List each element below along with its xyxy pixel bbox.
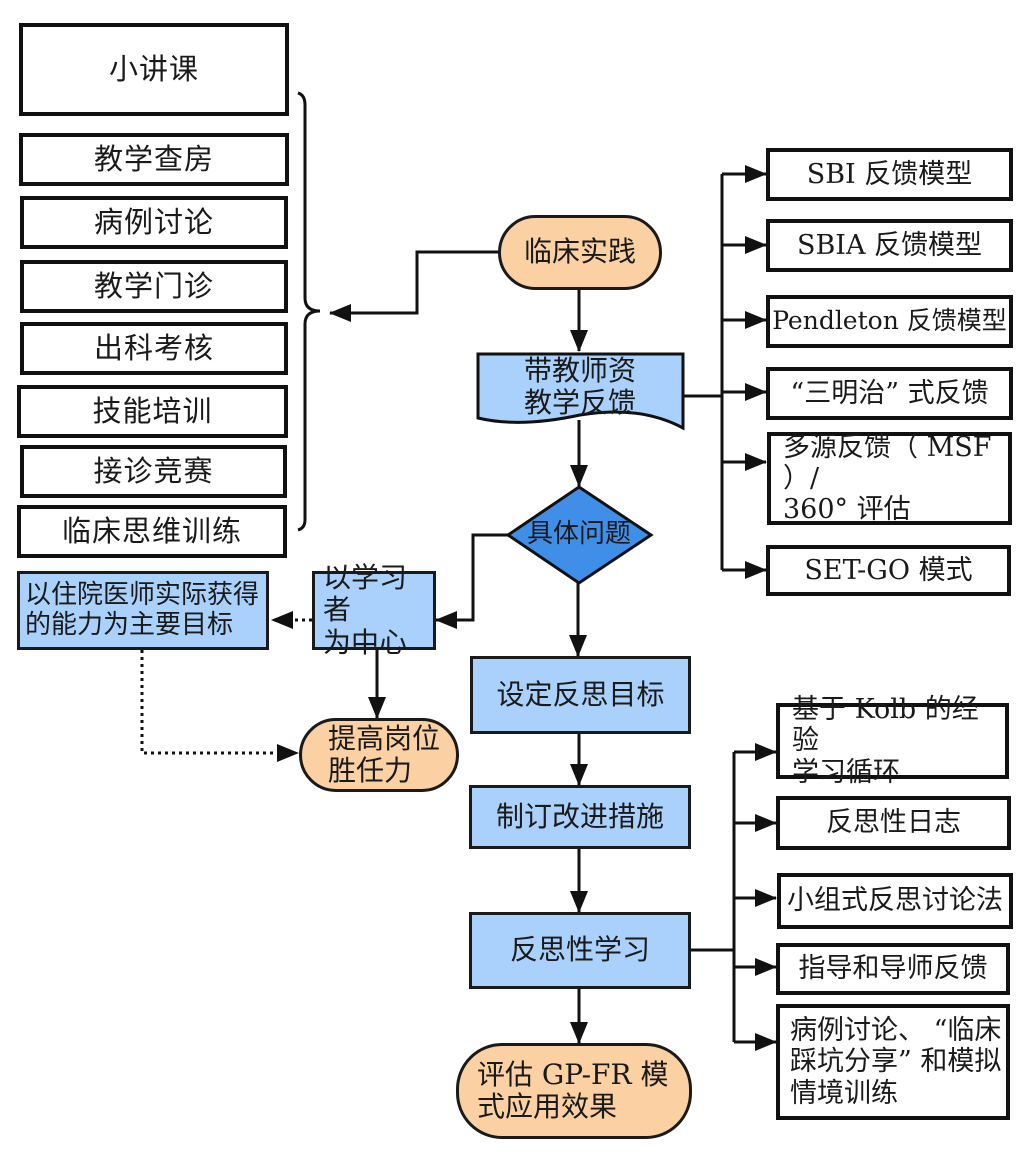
feedback-model-sbi: SBI 反馈模型 <box>766 148 1013 201</box>
competence-goal-node: 以住院医师实际获得 的能力为主要目标 <box>17 571 269 650</box>
reflection-method-group-discussion: 小组式反思讨论法 <box>777 873 1013 929</box>
reflection-method-journal: 反思性日志 <box>776 796 1011 850</box>
connector-problem-to-learner <box>435 533 508 629</box>
specific-problem-label: 具体问题 <box>526 519 631 550</box>
connector-practice-to-list <box>329 250 500 322</box>
reflection-method-mentor-feedback: 指导和导师反馈 <box>776 943 1010 995</box>
left-item-skill-training: 技能培训 <box>17 385 288 438</box>
feedback-model-sbia: SBIA 反馈模型 <box>766 219 1013 272</box>
left-item-clinical-thinking: 临床思维训练 <box>17 505 287 558</box>
feedback-model-msf: 多源反馈（ MSF ）/ 360° 评估 <box>767 432 1012 525</box>
learner-centered-node: 以学习者 为中心 <box>312 562 436 658</box>
reflection-method-kolb: 基于 Kolb 的经验 学习循环 <box>776 694 1009 788</box>
left-item-teaching-rounds: 教学查房 <box>19 133 289 186</box>
reflection-method-case-simulation: 病例讨论、 “临床 踩坑分享” 和模拟 情境训练 <box>776 1004 1010 1120</box>
left-item-reception-contest: 接诊竞赛 <box>20 445 287 498</box>
improve-competency-node: 提高岗位 胜任力 <box>299 718 459 792</box>
clinical-practice-node: 临床实践 <box>498 215 662 290</box>
left-item-small-lecture: 小讲课 <box>19 23 289 116</box>
reflective-learning-node: 反思性学习 <box>469 912 691 989</box>
set-goal-node: 设定反思目标 <box>470 656 691 734</box>
feedback-model-sandwich: “三明治” 式反馈 <box>766 367 1013 420</box>
teacher-feedback-node: 带教师资 教学反馈 <box>523 353 636 419</box>
left-item-teaching-clinic: 教学门诊 <box>20 260 288 313</box>
evaluate-node: 评估 GP-FR 模 式应用效果 <box>456 1043 692 1139</box>
feedback-model-set-go: SET-GO 模式 <box>766 545 1011 596</box>
left-brace <box>297 91 321 532</box>
improve-measures-node: 制订改进措施 <box>469 785 691 849</box>
feedback-model-pendleton: Pendleton 反馈模型 <box>766 295 1013 348</box>
left-item-case-discussion: 病例讨论 <box>20 196 288 249</box>
left-item-rotation-exam: 出科考核 <box>20 322 288 375</box>
connector-competence-to-improve <box>140 650 299 762</box>
